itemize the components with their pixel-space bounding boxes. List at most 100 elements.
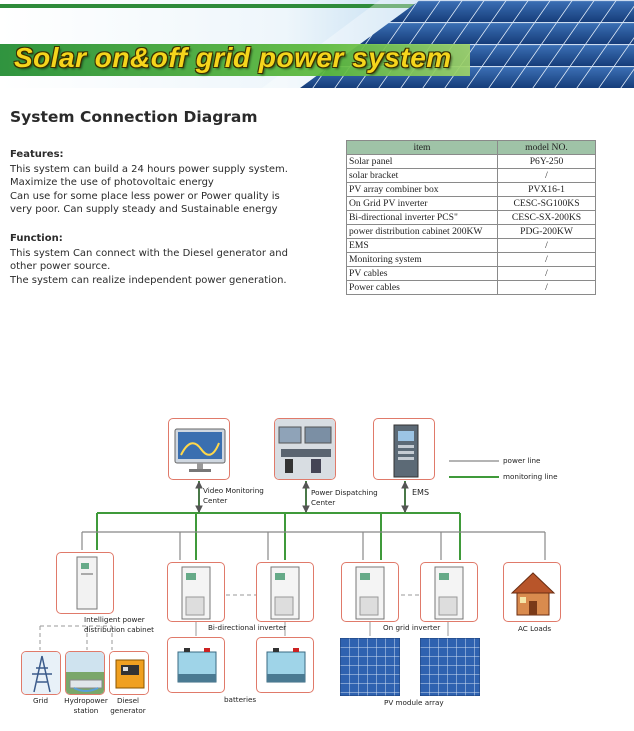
item-cell: Power cables <box>346 280 498 295</box>
grid-label: Grid <box>33 696 49 705</box>
power-dispatching-label-line2: Center <box>311 498 336 507</box>
bidirectional-inverter-label: Bi-directional inverter <box>208 623 287 632</box>
model-cell: CESC-SX-200KS <box>497 210 596 225</box>
video-monitoring-box <box>168 418 230 480</box>
hydropower-label-line1: Hydropower <box>64 696 108 705</box>
on-grid-inverter-1-box <box>341 562 399 622</box>
features-line: Can use for some place less power or Pow… <box>10 190 280 202</box>
battery-1-box <box>167 637 225 693</box>
distribution-cabinet-label: Intelligent power distribution cabinet <box>84 615 154 635</box>
connection-diagram: Video Monitoring Center Power Dispatchin… <box>0 410 634 731</box>
model-cell: / <box>497 252 596 267</box>
spec-header-item: item <box>346 140 498 155</box>
grid-box <box>21 651 61 695</box>
transmission-tower-icon <box>22 652 60 694</box>
function-line: This system Can connect with the Diesel … <box>10 247 288 259</box>
distribution-cabinet-label-line1: Intelligent power <box>84 615 145 624</box>
item-cell: Bi-directional inverter PCS" <box>346 210 498 225</box>
ems-cabinet-icon <box>393 424 419 478</box>
solar-panel-icon <box>420 638 480 696</box>
item-cell: power distribution cabinet 200KW <box>346 224 498 239</box>
bidirectional-inverter-1-box <box>167 562 225 622</box>
model-cell: CESC-SG100KS <box>497 196 596 211</box>
table-row: Bi-directional inverter PCS"CESC-SX-200K… <box>346 210 596 225</box>
features-line: Maximize the use of photovoltaic energy <box>10 177 214 189</box>
distribution-cabinet-label-line2: distribution cabinet <box>84 625 154 634</box>
battery-icon <box>177 648 217 683</box>
function-line: other power source. <box>10 261 111 273</box>
table-row: Power cables/ <box>346 280 596 295</box>
legend-power-line: power line <box>503 456 541 465</box>
features-block: Features: This system can build a 24 hou… <box>10 148 310 217</box>
distribution-cabinet-box <box>56 552 114 614</box>
model-cell: / <box>497 238 596 253</box>
power-dispatching-label-line1: Power Dispatching <box>311 488 378 497</box>
function-heading: Function: <box>10 233 63 244</box>
monitor-icon <box>174 428 226 472</box>
ac-loads-label: AC Loads <box>518 624 552 633</box>
control-room-icon <box>275 419 335 479</box>
inverter-cabinet-icon <box>434 566 464 620</box>
item-cell: PV array combiner box <box>346 182 498 197</box>
distribution-cabinet-icon <box>76 556 98 610</box>
diesel-label-line1: Diesel <box>116 696 140 705</box>
diesel-generator-icon <box>110 652 148 694</box>
diagram-lines <box>39 460 546 650</box>
item-cell: On Grid PV inverter <box>346 196 498 211</box>
table-row: Monitoring system/ <box>346 252 596 267</box>
model-cell: / <box>497 280 596 295</box>
ac-loads-box <box>503 562 561 622</box>
diesel-label-line2: generator <box>110 706 146 715</box>
power-dispatching-box <box>274 418 336 480</box>
hydropower-box <box>65 651 105 695</box>
power-lines <box>81 460 546 560</box>
table-row: solar bracket/ <box>346 168 596 183</box>
model-cell: P6Y-250 <box>497 154 596 169</box>
model-cell: PDG-200KW <box>497 224 596 239</box>
table-row: PV cables/ <box>346 266 596 281</box>
ems-label: EMS <box>412 488 430 497</box>
batteries-label: batteries <box>224 695 257 704</box>
house-icon <box>510 572 556 616</box>
video-monitoring-label-line1: Video Monitoring <box>203 486 264 495</box>
function-line: The system can realize independent power… <box>10 274 287 286</box>
battery-2-box <box>256 637 314 693</box>
hydropower-dam-icon <box>66 652 104 694</box>
ems-box <box>373 418 435 480</box>
section-title: System Connection Diagram <box>10 108 258 126</box>
model-cell: / <box>497 266 596 281</box>
table-row: EMS/ <box>346 238 596 253</box>
item-cell: EMS <box>346 238 498 253</box>
function-block: Function: This system Can connect with t… <box>10 232 310 287</box>
diesel-label: Diesel generator <box>104 696 152 716</box>
hydropower-label: Hydropower station <box>62 696 110 716</box>
spec-header-model: model NO. <box>497 140 596 155</box>
solar-panel-icon <box>340 638 400 696</box>
monitoring-lines <box>96 476 499 560</box>
item-cell: solar bracket <box>346 168 498 183</box>
features-line: This system can build a 24 hours power s… <box>10 163 288 175</box>
item-cell: PV cables <box>346 266 498 281</box>
legend-monitoring-line: monitoring line <box>503 472 558 481</box>
arrows <box>195 480 409 514</box>
features-heading: Features: <box>10 149 64 160</box>
on-grid-inverter-label: On grid inverter <box>383 623 441 632</box>
solar-panel-banner-image <box>0 0 634 88</box>
model-cell: PVX16-1 <box>497 182 596 197</box>
hydropower-label-line2: station <box>73 706 99 715</box>
bidirectional-inverter-2-box <box>256 562 314 622</box>
power-dispatching-label: Power Dispatching Center <box>311 488 378 508</box>
video-monitoring-label-line2: Center <box>203 496 228 505</box>
inverter-cabinet-icon <box>270 566 300 620</box>
header-banner: Solar on&off grid power system <box>0 0 634 88</box>
item-cell: Solar panel <box>346 154 498 169</box>
vertical-links <box>195 622 449 636</box>
pv-array-label: PV module array <box>384 698 444 707</box>
battery-icon <box>266 648 306 683</box>
video-monitoring-label: Video Monitoring Center <box>203 486 264 506</box>
inverter-cabinet-icon <box>355 566 385 620</box>
